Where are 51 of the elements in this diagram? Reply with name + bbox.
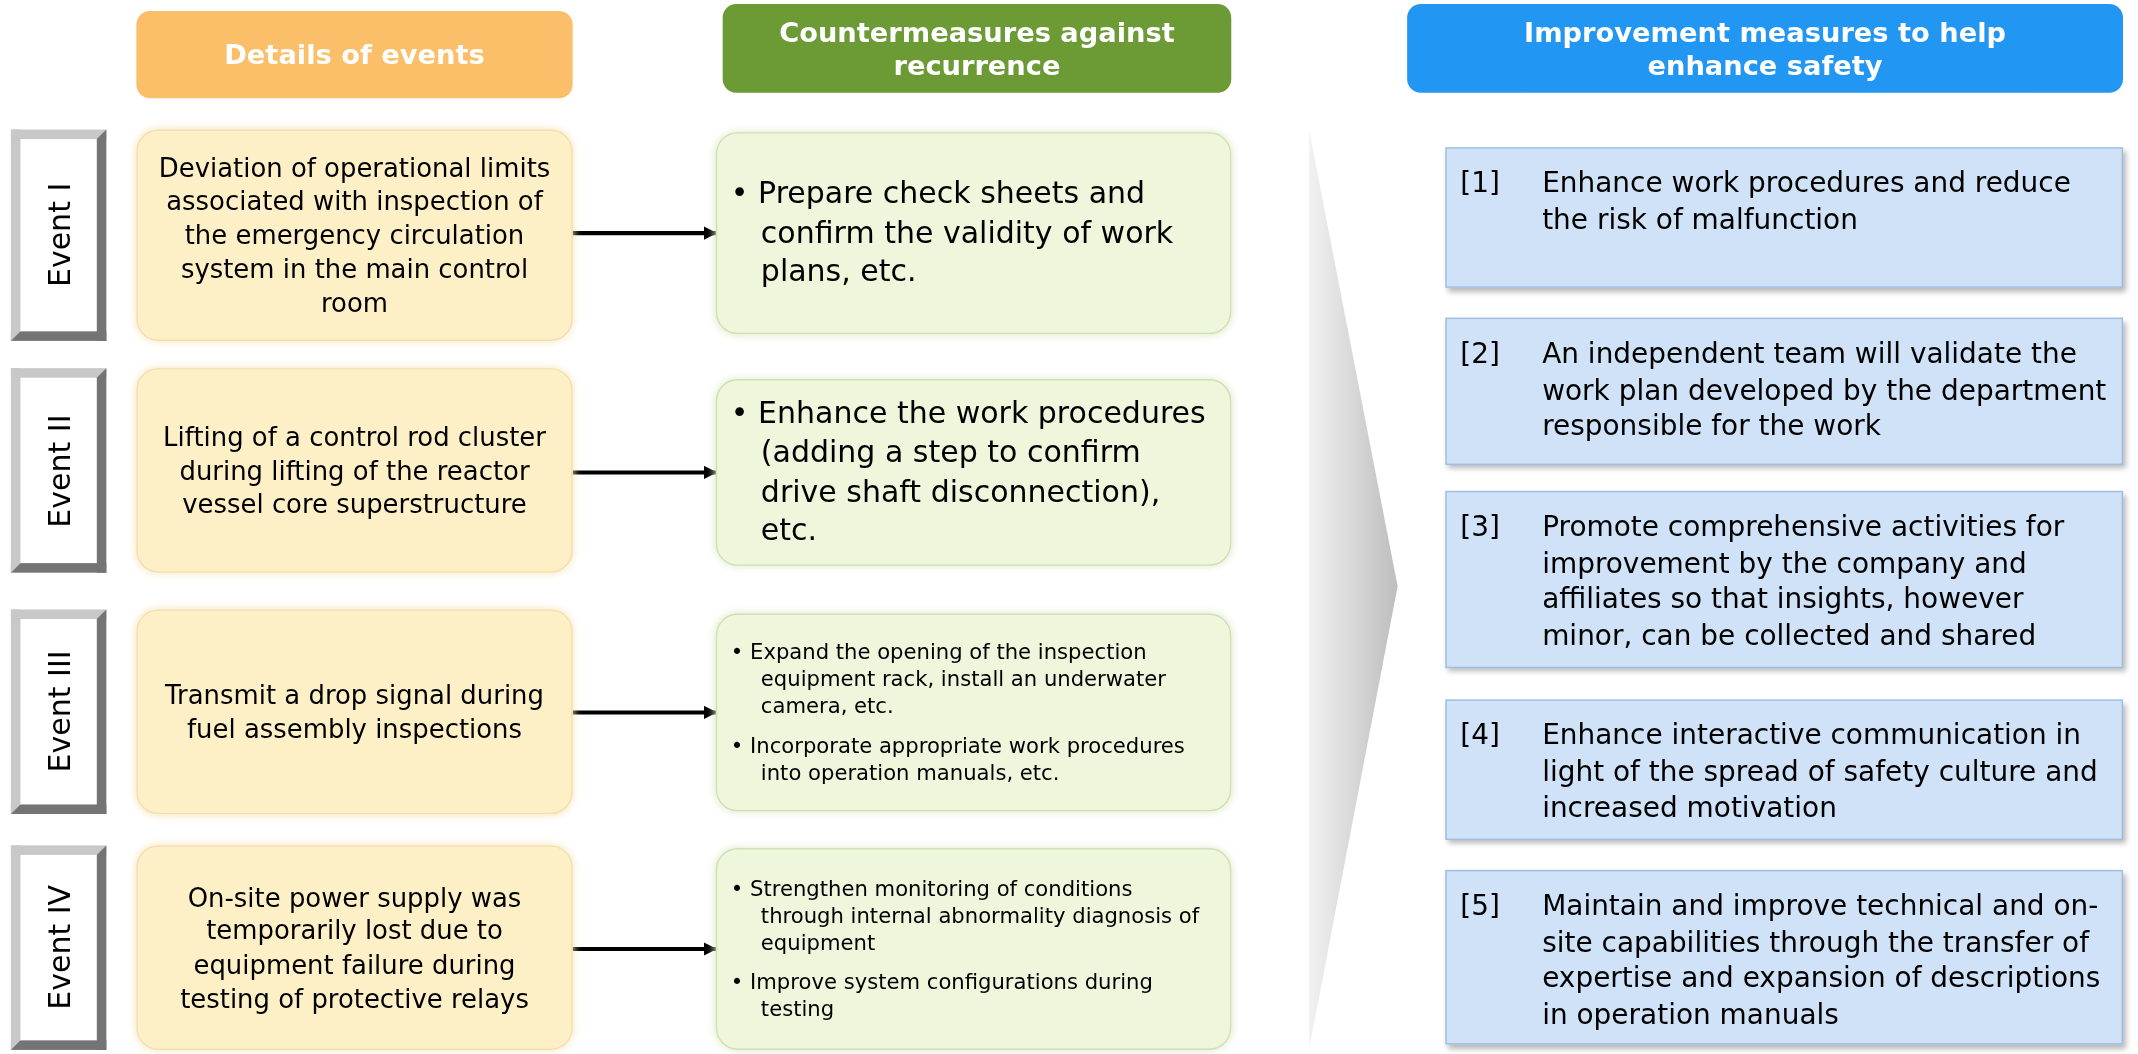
- event-label: Event II: [41, 413, 76, 527]
- arrow: [572, 942, 718, 956]
- event-tab: [10, 845, 107, 1050]
- column-header: [722, 4, 1232, 93]
- header-text: Improvement measures to help enhance safety: [1523, 15, 2008, 82]
- event-text: On-site power supply was temporarily lost due to equipment failure during testing of protective relays: [179, 880, 530, 1015]
- event-label: Event III: [41, 650, 76, 773]
- measure-box: [1445, 490, 2123, 669]
- event-text: Transmit a drop signal during fuel assembly inspections: [164, 678, 545, 746]
- column-header: [136, 10, 573, 99]
- bullet-item: • Strengthen monitoring of conditions through internal abnormality diagnosis of equipment: [730, 875, 1201, 958]
- measure-number: [5]: [1460, 888, 1501, 924]
- measure-number: [2]: [1460, 335, 1501, 372]
- column-header: [1407, 4, 2123, 93]
- measure-text: Enhance work procedures and reduce the risk of malfunction: [1542, 165, 2072, 238]
- measure-text: An independent team will validate the work plan developed by the department responsible for the work: [1542, 335, 2108, 445]
- event-tab: [10, 609, 107, 814]
- measure-text: Enhance interactive communication in light of the spread of safety culture and increased motivation: [1542, 717, 2099, 826]
- countermeasure-box: [715, 379, 1232, 566]
- event-label: Event IV: [41, 885, 76, 1011]
- bullet-item: • Enhance the work procedures (adding a step to confirm drive shaft disconnection), etc.: [730, 394, 1207, 549]
- header-text: Countermeasures against recurrence: [778, 15, 1176, 82]
- event-box: [136, 845, 573, 1050]
- measure-box: [1445, 699, 2123, 840]
- event-box: [136, 129, 573, 341]
- countermeasure-box: [715, 848, 1232, 1050]
- measure-box: [1445, 147, 2123, 288]
- bullet-item: • Prepare check sheets and confirm the validity of work plans, etc.: [730, 175, 1175, 291]
- bullet-item: • Improve system configurations during testing: [730, 968, 1154, 1024]
- measure-number: [3]: [1460, 508, 1501, 545]
- event-text: Deviation of operational limits associated with inspection of the emergency circulation system in the main control room: [157, 151, 552, 320]
- measure-text: Promote comprehensive activities for improvement by the company and affiliates so that insights, however minor, can be collected and shared: [1542, 508, 2066, 654]
- measure-number: [4]: [1460, 717, 1501, 754]
- event-box: [136, 609, 573, 814]
- event-tab: [10, 368, 107, 573]
- arrow: [572, 465, 718, 480]
- event-label: Event I: [41, 183, 76, 288]
- measure-number: [1]: [1460, 165, 1501, 202]
- event-text: Lifting of a control rod cluster during lifting of the reactor vessel core superstructure: [162, 420, 547, 521]
- countermeasure-box: [715, 132, 1232, 335]
- measure-box: [1445, 869, 2123, 1045]
- measure-text: Maintain and improve technical and on-site capabilities through the transfer of expertise and expansion of descriptions in operation manuals: [1542, 888, 2102, 1033]
- bullet-item: • Incorporate appropriate work procedures into operation manuals, etc.: [730, 732, 1186, 787]
- bullet-item: • Expand the opening of the inspection equipment rack, install an underwater camera, etc.: [730, 638, 1168, 721]
- measure-box: [1445, 317, 2123, 465]
- event-box: [136, 368, 573, 573]
- arrow: [572, 226, 718, 240]
- arrow: [572, 705, 718, 720]
- header-text: Details of events: [224, 38, 485, 71]
- countermeasure-box: [715, 613, 1232, 812]
- event-tab: [10, 129, 107, 341]
